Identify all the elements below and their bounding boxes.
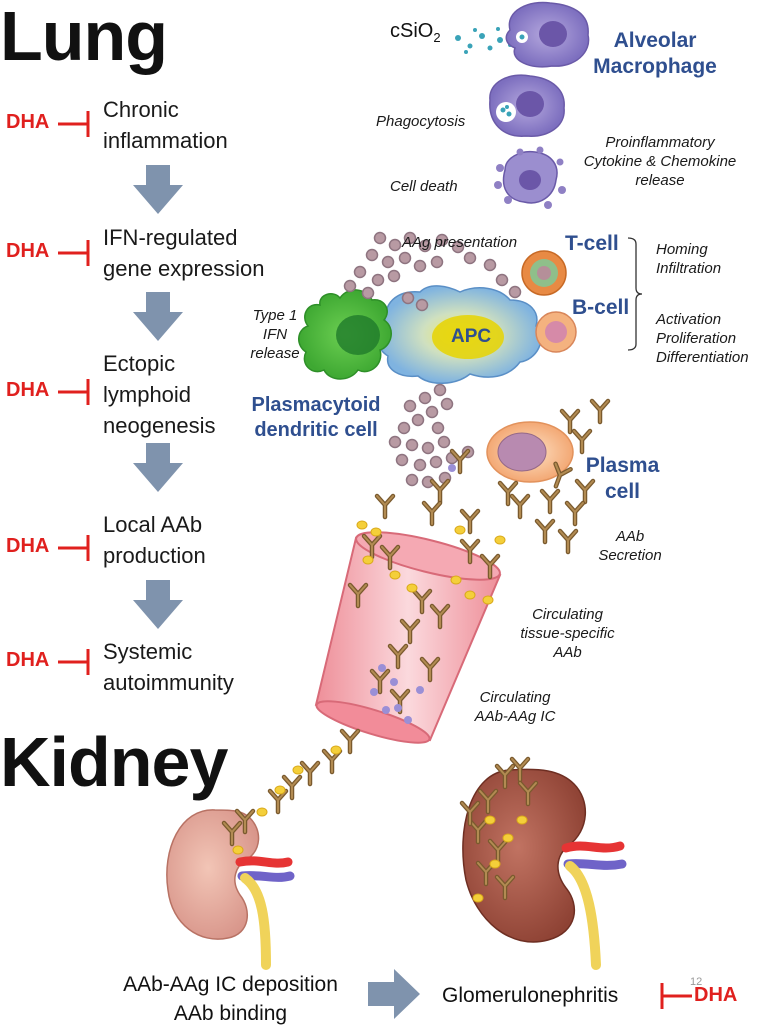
homing-bracket: [627, 237, 643, 351]
plasma-cell-icon: [486, 421, 574, 483]
activation-label: Activation Proliferation Differentiation: [656, 310, 749, 367]
dha-label-5: DHA: [6, 649, 50, 671]
circulating-ic-label: Circulating AAb-AAg IC: [455, 688, 575, 726]
label-line: Proliferation: [656, 330, 737, 347]
label-line: Differentiation: [656, 349, 749, 366]
label-line: AAb-AAg IC: [474, 708, 556, 725]
label-line: Infiltration: [656, 260, 722, 277]
inhibitor-bars: [58, 111, 692, 1009]
label-line: Proinflammatory: [605, 134, 715, 151]
step-line: lymphoid: [103, 382, 192, 407]
diseased-kidney-icon: [462, 768, 627, 970]
step-line: IFN-regulated: [103, 225, 238, 250]
label-line: AAb-AAg IC deposition: [123, 973, 338, 996]
pathway-arrows: [133, 165, 183, 629]
step-line: Chronic: [103, 97, 179, 122]
healthy-kidney-icon: [166, 809, 295, 970]
glomerulonephritis-label: Glomerulonephritis: [442, 984, 619, 1007]
dha-label-1: DHA: [6, 111, 50, 133]
b-cell-label: B-cell: [572, 296, 630, 319]
dying-macrophage-icon: [494, 146, 566, 209]
label-line: IFN: [262, 326, 288, 343]
cell-death-label: Cell death: [390, 178, 458, 195]
cytokine-release-label: Proinflammatory Cytokine & Chemokine rel…: [560, 133, 760, 190]
dha-label-4: DHA: [6, 535, 50, 557]
label-line: Plasmacytoid: [251, 394, 381, 416]
apc-cell-icon: [376, 285, 542, 384]
pathway-step-lymphoid-neogenesis: Ectopic lymphoid neogenesis: [103, 348, 216, 441]
homing-label: Homing Infiltration: [656, 240, 721, 278]
step-line: Ectopic: [103, 351, 176, 376]
label-line: Cytokine & Chemokine: [583, 153, 737, 170]
phagocytic-macrophage-icon: [489, 74, 565, 137]
plasma-cell-label: Plasma cell: [575, 453, 670, 505]
dha-label-3: DHA: [6, 379, 50, 401]
dha-label-kidney: DHA: [694, 984, 738, 1006]
silica-label-sub: 2: [433, 30, 441, 45]
step-line: inflammation: [103, 128, 228, 153]
aab-secretion-label: AAb Secretion: [590, 527, 670, 565]
lung-heading: Lung: [0, 0, 168, 75]
page-number: 12: [690, 976, 703, 988]
label-line: Type 1: [252, 307, 298, 324]
step-line: Local AAb: [103, 512, 203, 537]
label-line: Activation: [656, 311, 722, 328]
silica-label: cSiO2: [390, 20, 441, 45]
label-line: Plasma: [585, 454, 660, 477]
label-line: AAb: [615, 528, 645, 545]
step-line: production: [103, 543, 206, 568]
type1-ifn-label: Type 1 IFN release: [240, 306, 310, 363]
label-line: tissue-specific: [520, 625, 615, 642]
b-cell-icon: [535, 311, 577, 353]
kidney-heading: Kidney: [0, 723, 228, 801]
label-line: cell: [604, 480, 641, 503]
step-line: neogenesis: [103, 413, 216, 438]
pathway-step-ifn-expression: IFN-regulated gene expression: [103, 222, 264, 284]
label-line: AAb: [553, 644, 582, 661]
step-line: autoimmunity: [103, 670, 234, 695]
silica-label-base: cSiO: [390, 20, 434, 42]
silica-particles-icon: [455, 27, 512, 54]
label-line: Macrophage: [593, 55, 717, 78]
pathway-step-chronic-inflammation: Chronic inflammation: [103, 94, 228, 156]
apc-label: APC: [451, 326, 492, 347]
circulating-aab-label: Circulating tissue-specific AAb: [500, 605, 635, 662]
label-line: release: [250, 345, 300, 362]
label-line: Alveolar: [613, 29, 697, 52]
alveolar-macrophage-icon: [505, 1, 590, 68]
label-line: Circulating: [532, 606, 603, 623]
step-line: Systemic: [103, 639, 193, 664]
label-line: Homing: [656, 241, 708, 258]
label-line: dendritic cell: [254, 419, 378, 441]
pathway-step-local-aab: Local AAb production: [103, 509, 206, 571]
deposition-arrow: [368, 969, 420, 1019]
phagocytosis-label: Phagocytosis: [376, 113, 466, 130]
t-cell-label: T-cell: [565, 232, 619, 255]
alveolar-macrophage-label: Alveolar Macrophage: [580, 28, 730, 80]
aag-presentation-label: AAg presentation: [402, 234, 518, 251]
label-line: release: [635, 172, 685, 189]
dha-label-2: DHA: [6, 240, 50, 262]
pdc-label: Plasmacytoid dendritic cell: [236, 393, 396, 443]
t-cell-icon: [521, 250, 567, 296]
pdc-cell-icon: [298, 289, 392, 380]
pathway-step-systemic-autoimmunity: Systemic autoimmunity: [103, 636, 234, 698]
step-line: gene expression: [103, 256, 265, 281]
immune-complex-dots: [370, 464, 456, 724]
label-line: Circulating: [479, 689, 551, 706]
label-line: Secretion: [598, 547, 662, 564]
label-line: AAb binding: [173, 1002, 288, 1025]
deposition-label: AAb-AAg IC deposition AAb binding: [98, 970, 363, 1028]
